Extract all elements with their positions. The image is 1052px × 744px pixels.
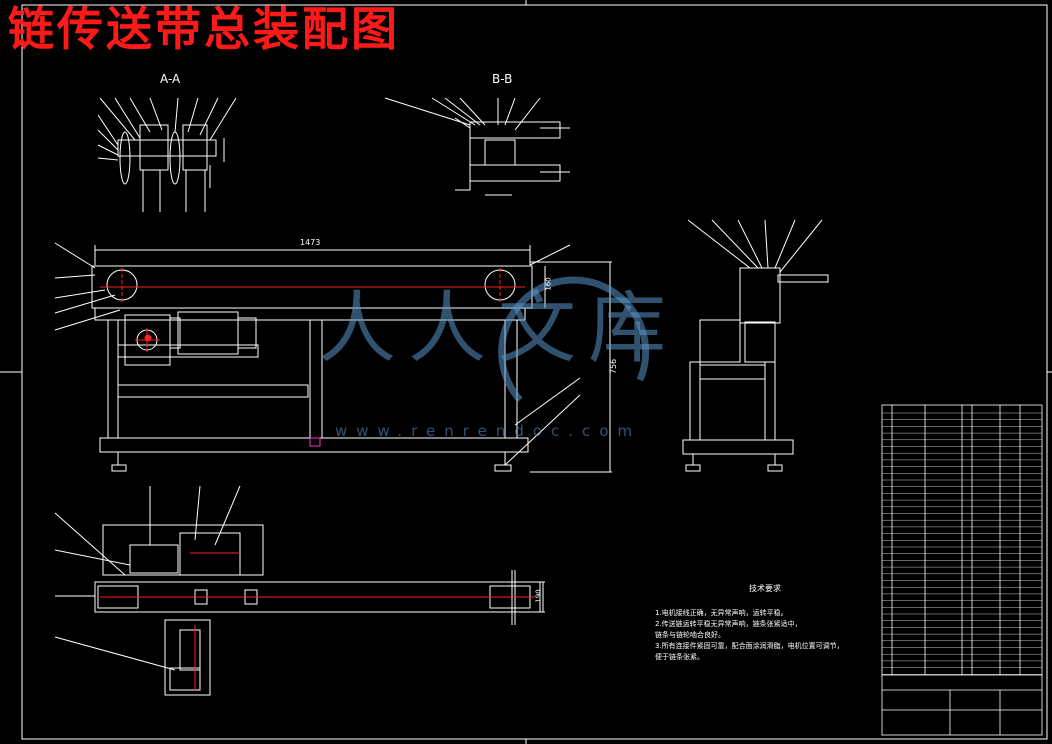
section-label-bb: B-B — [492, 72, 513, 86]
technical-notes-title: 技术要求 — [749, 584, 781, 593]
parts-list-table — [881, 404, 1043, 736]
technical-note-item: 链条与链轮啮合良好。 — [655, 631, 725, 639]
dimension-length: 1473 — [300, 238, 321, 247]
technical-notes: 技术要求 1.电机接线正确，无异常声响，运转平稳。 2.传送链运转平稳无异常声响… — [655, 583, 855, 663]
technical-note-item: 3.所有连接件紧固可靠，配合面涂润滑脂，电机位置可调节， — [655, 642, 844, 650]
parts-list-rows — [882, 412, 1042, 675]
section-view-bb — [384, 97, 570, 196]
side-view — [682, 219, 829, 472]
watermark-url: www.renrendoc.com — [335, 422, 642, 440]
selection-marker — [309, 437, 321, 447]
front-view-centerline — [100, 268, 525, 352]
technical-note-item: 便于链条张紧。 — [655, 653, 704, 661]
top-view — [54, 485, 545, 696]
drawing-title: 链传送带总装配图 — [8, 2, 400, 56]
section-view-aa — [97, 97, 237, 212]
watermark-logo — [498, 276, 650, 403]
section-label-aa: A-A — [160, 72, 181, 86]
technical-note-item: 1.电机接线正确，无异常声响，运转平稳。 — [655, 609, 788, 617]
dimension-top: 190 — [534, 589, 543, 603]
top-view-centerline — [100, 552, 535, 690]
watermark-text: 人人文库 — [318, 284, 679, 374]
technical-note-item: 2.传送链运转平稳无异常声响，链条张紧适中， — [655, 620, 802, 628]
